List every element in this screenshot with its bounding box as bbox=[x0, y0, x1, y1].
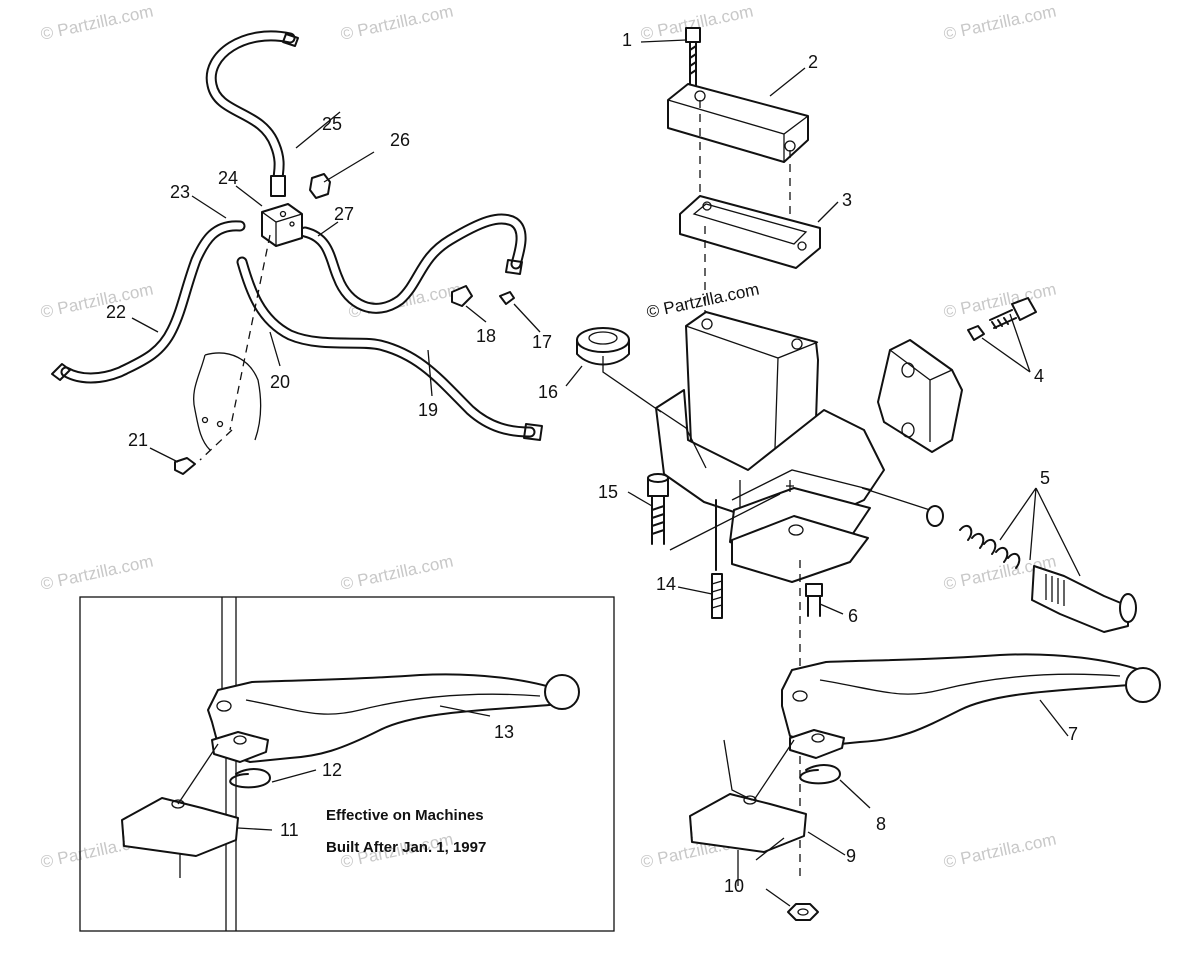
callout-8: 8 bbox=[876, 814, 886, 834]
watermark: © Partzilla.com bbox=[39, 280, 155, 322]
brake-lever bbox=[781, 653, 1141, 747]
handlebar-clamp bbox=[877, 339, 963, 453]
frame-section bbox=[193, 352, 262, 451]
fitting-17 bbox=[499, 291, 515, 305]
leader-lines bbox=[131, 39, 1081, 907]
lever-block bbox=[789, 729, 845, 759]
callout-16: 16 bbox=[538, 382, 558, 402]
callout-5: 5 bbox=[1040, 468, 1050, 488]
callout-19: 19 bbox=[418, 400, 438, 420]
piston bbox=[1031, 565, 1129, 633]
lever-spring bbox=[799, 764, 841, 785]
callout-25: 25 bbox=[322, 114, 342, 134]
bolt-21 bbox=[174, 457, 196, 475]
clip-18 bbox=[451, 285, 473, 307]
hose-fitting-25 bbox=[282, 33, 299, 47]
callout-12: 12 bbox=[322, 760, 342, 780]
watermark: © Partzilla.com bbox=[39, 2, 155, 44]
fitting-26 bbox=[309, 173, 331, 199]
callout-14: 14 bbox=[656, 574, 676, 594]
watermark: © Partzilla.com bbox=[942, 830, 1058, 872]
hose-fitting-19 bbox=[523, 423, 543, 441]
callout-18: 18 bbox=[476, 326, 496, 346]
hose-fitting-25b bbox=[270, 175, 286, 197]
stud-14 bbox=[711, 573, 723, 619]
callout-20: 20 bbox=[270, 372, 290, 392]
callout-17: 17 bbox=[532, 332, 552, 352]
callout-7: 7 bbox=[1068, 724, 1078, 744]
callout-24: 24 bbox=[218, 168, 238, 188]
washer-4 bbox=[967, 325, 985, 341]
callout-11: 11 bbox=[280, 820, 299, 840]
diaphragm bbox=[679, 195, 821, 269]
hose-fitting-27 bbox=[505, 259, 523, 275]
callout-9: 9 bbox=[846, 846, 856, 866]
piston-seal bbox=[926, 505, 944, 527]
pivot-bolt bbox=[805, 583, 823, 597]
callout-6: 6 bbox=[848, 606, 858, 626]
callout-23: 23 bbox=[170, 182, 190, 202]
lever-spring-alt bbox=[229, 768, 271, 789]
inset-box: Effective on Machines Built After Jan. 1… bbox=[79, 596, 615, 932]
lock-nut bbox=[787, 903, 819, 921]
callout-2: 2 bbox=[808, 52, 818, 72]
return-spring bbox=[959, 524, 1021, 569]
callout-21: 21 bbox=[128, 430, 148, 450]
watermark: © Partzilla.com bbox=[942, 2, 1058, 44]
callout-27: 27 bbox=[334, 204, 354, 224]
lever-adjuster bbox=[689, 793, 807, 853]
callout-3: 3 bbox=[842, 190, 852, 210]
inset-note-line1: Effective on Machines bbox=[326, 807, 484, 824]
lever-block-alt bbox=[211, 731, 269, 763]
screw-1 bbox=[685, 27, 701, 43]
hose-fitting-22 bbox=[51, 363, 71, 381]
callout-1: 1 bbox=[622, 30, 632, 50]
callout-26: 26 bbox=[390, 130, 410, 150]
inset-frame bbox=[79, 596, 615, 932]
reservoir-cover bbox=[667, 83, 809, 163]
clamp-bolt bbox=[1011, 297, 1037, 321]
watermark: © Partzilla.com bbox=[339, 2, 455, 44]
master-cylinder-assembly bbox=[576, 27, 1161, 921]
mounting-flange-lower bbox=[731, 515, 869, 583]
distribution-block bbox=[261, 203, 303, 247]
callout-4: 4 bbox=[1034, 366, 1044, 386]
callout-15: 15 bbox=[598, 482, 618, 502]
watermark: © Partzilla.com bbox=[39, 552, 155, 594]
callouts: 1 2 3 4 5 6 7 8 9 10 11 12 13 14 15 16 1… bbox=[106, 30, 1078, 896]
callout-22: 22 bbox=[106, 302, 126, 322]
watermark: © Partzilla.com bbox=[339, 552, 455, 594]
callout-13: 13 bbox=[494, 722, 514, 742]
brake-lines bbox=[51, 30, 543, 475]
inset-note-line2: Built After Jan. 1, 1997 bbox=[326, 839, 486, 856]
callout-10: 10 bbox=[724, 876, 744, 896]
lever-adjuster-alt bbox=[121, 797, 239, 857]
